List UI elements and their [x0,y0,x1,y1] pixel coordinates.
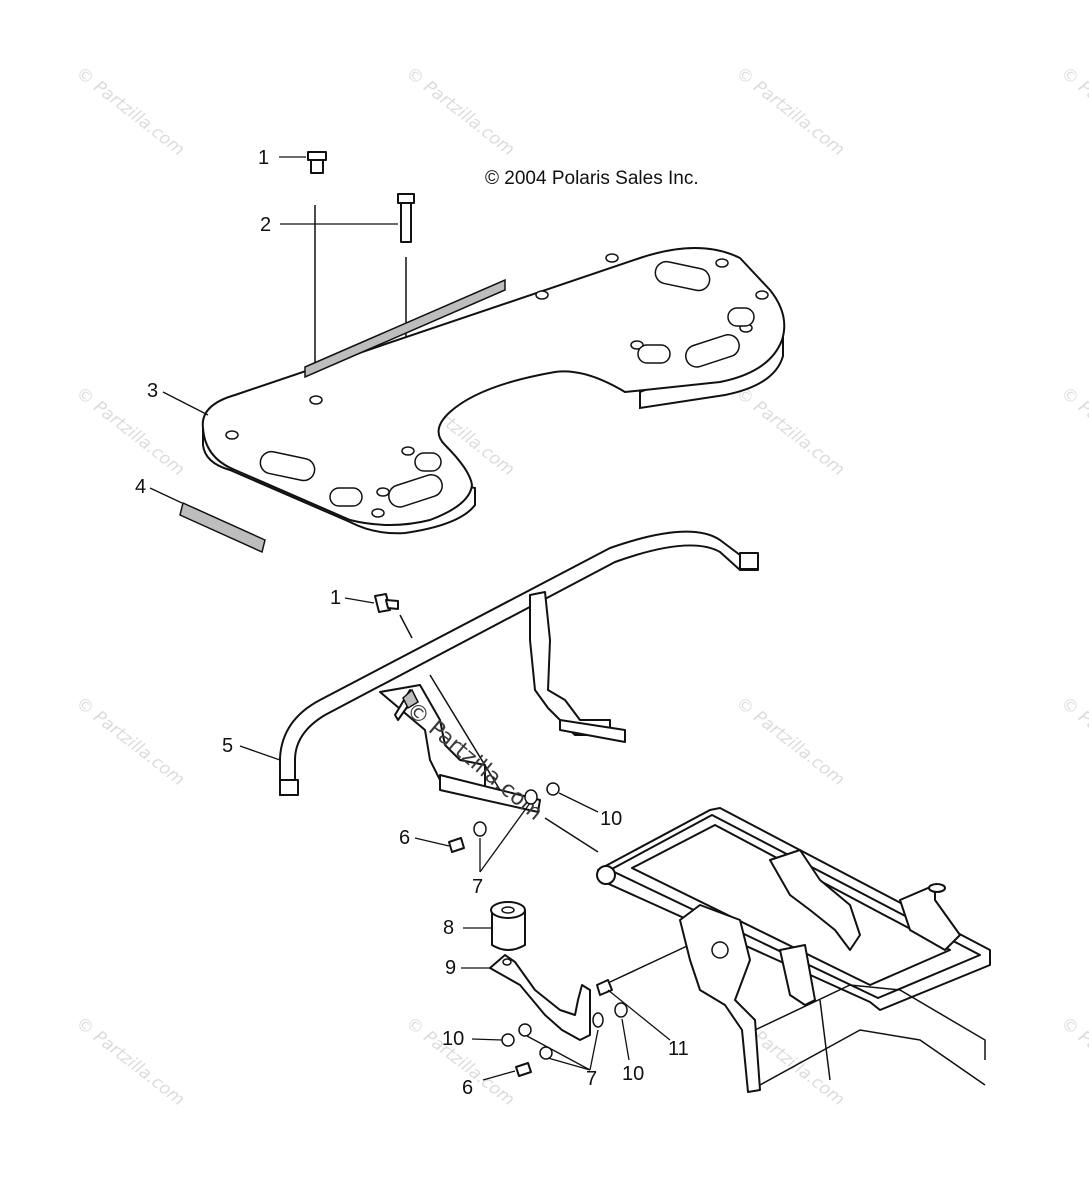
leader-lines [149,156,671,1081]
rack-panel-part-3 [201,247,786,535]
watermark: © Partzilla.com [72,693,188,790]
vehicle-frame [596,807,991,1093]
callout-label: 7 [586,1068,597,1090]
callout-label: 3 [147,380,158,402]
callout-label: 1 [258,147,269,169]
bolt-part-2 [397,193,415,243]
watermark-center: © Partzilla.com [401,697,547,825]
callout-label: 9 [445,957,456,979]
bolt-part-1-top [307,151,327,174]
copyright-notice: © 2004 Polaris Sales Inc. [485,168,699,189]
callout-label: 8 [443,917,454,939]
bracket-part-9 [489,954,591,1041]
watermark: © Partzilla.com [1057,63,1089,160]
bushing-part-8 [490,901,526,951]
callout-label: 4 [135,476,146,498]
watermark: © Partzilla.com [72,1013,188,1110]
callout-label: 5 [222,735,233,757]
callout-label: 10 [442,1028,464,1050]
watermark: © Partzilla.com [732,383,848,480]
rack-frame-part-5 [279,530,759,813]
watermark: © Partzilla.com [732,63,848,160]
watermark: © Partzilla.com [72,63,188,160]
callout-label: 6 [462,1077,473,1099]
guide-line [544,817,599,853]
callout-label: 6 [399,827,410,849]
watermark: © Partzilla.com [402,63,518,160]
callout-label: 11 [668,1038,689,1060]
callout-label: 2 [260,214,271,236]
foam-strip-part-4 [179,501,266,554]
bolt-part-1-lower [374,593,399,613]
callout-label: 7 [472,876,483,898]
guide-line [429,674,501,791]
watermark: © Partzilla.com [1057,1013,1089,1110]
guide-line [609,939,701,983]
watermark: © Partzilla.com [732,693,848,790]
fasteners-upper [448,782,560,853]
fasteners-lower [501,979,628,1077]
callout-labels: 1 2 3 4 1 5 6 7 10 8 9 10 6 7 10 11 [135,147,689,1099]
guide-line [399,614,413,639]
callout-label: 10 [622,1063,644,1085]
watermark: © Partzilla.com [1057,693,1089,790]
watermark: © Partzilla.com [1057,383,1089,480]
callout-label: 1 [330,587,341,609]
callout-label: 10 [600,808,622,830]
watermark: © Partzilla.com [72,383,188,480]
